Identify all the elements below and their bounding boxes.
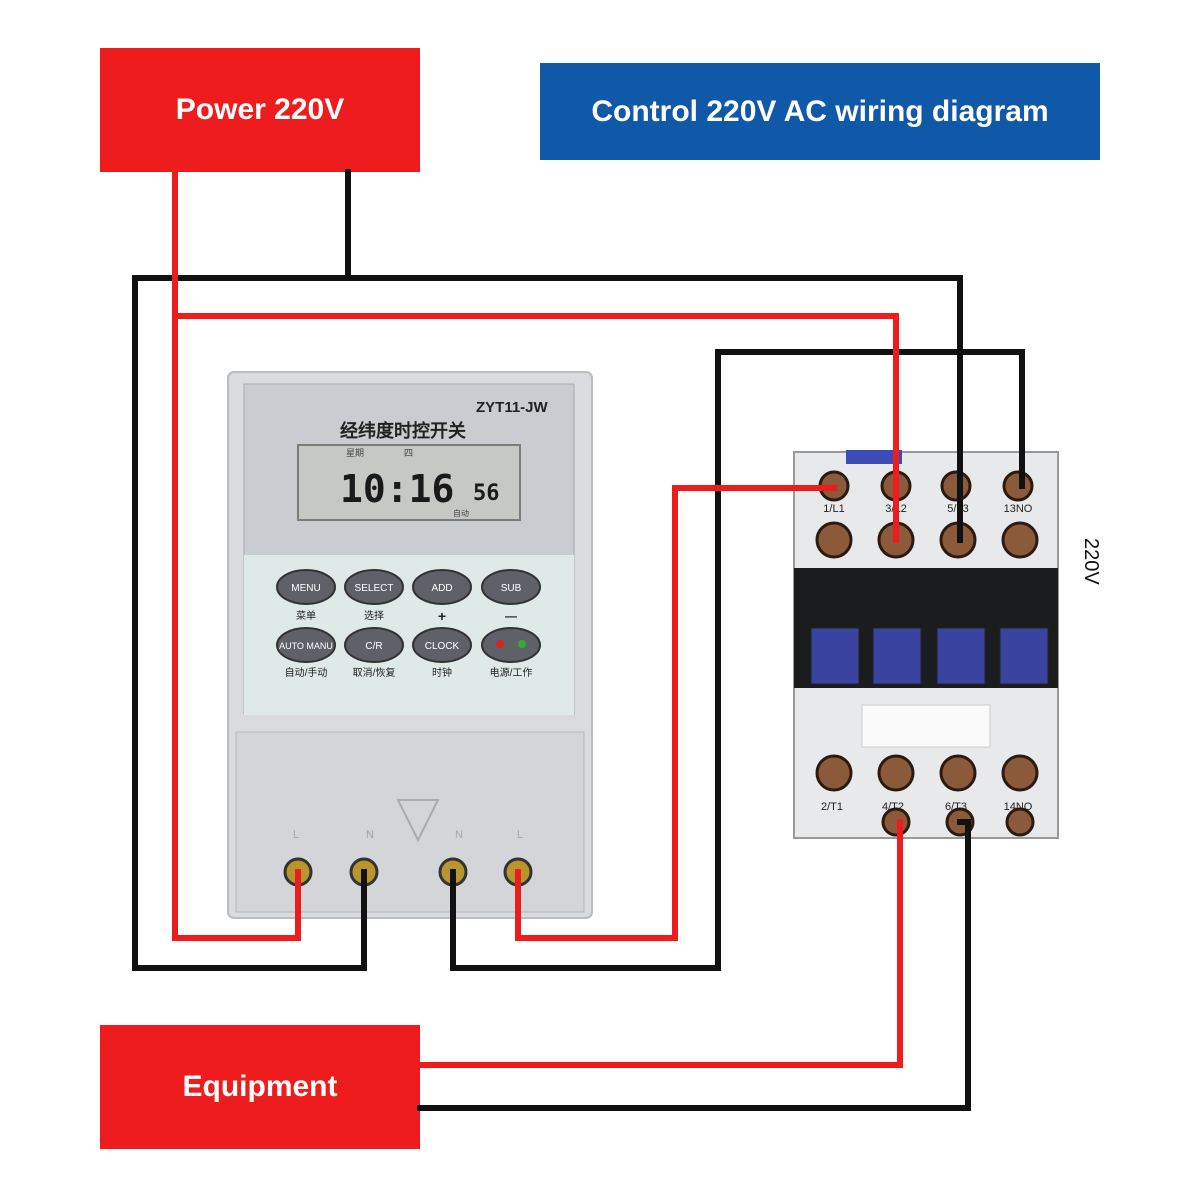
select-button[interactable]: SELECT xyxy=(344,569,404,605)
diagram-title: Control 220V AC wiring diagram xyxy=(591,94,1049,128)
terminal-label-2: N xyxy=(366,829,374,841)
timer-terminal-labels: L N N L xyxy=(293,829,523,841)
neutral-wire xyxy=(450,349,1025,971)
menu-caption: 菜单 xyxy=(296,610,316,622)
contact-block-icon xyxy=(872,627,922,685)
top-terminal-label-4: 13NO xyxy=(1004,503,1033,515)
menu-button[interactable]: MENU xyxy=(276,569,336,605)
screw-icon xyxy=(1002,470,1034,502)
coil-voltage-label: 220V xyxy=(1080,538,1102,585)
terminal-label-4: L xyxy=(517,829,523,841)
svg-text:MENU: MENU xyxy=(291,583,320,594)
svg-text:AUTO MANU: AUTO MANU xyxy=(279,641,333,651)
svg-text:SELECT: SELECT xyxy=(355,583,394,594)
power-indicator-caption: 电源/工作 xyxy=(490,666,533,679)
keypad: MENU 菜单 SELECT 选择 ADD + SUB — AUTO MANU xyxy=(276,569,541,679)
power-label: Power 220V xyxy=(175,93,345,126)
svg-text:C/R: C/R xyxy=(365,641,382,652)
lcd-display: 星期 四 10:16 56 自动 xyxy=(297,444,521,521)
lcd-time: 10:16 xyxy=(340,467,454,511)
diagram-title-box: Control 220V AC wiring diagram xyxy=(540,63,1100,160)
add-caption: + xyxy=(438,608,446,624)
cr-caption: 取消/恢复 xyxy=(353,666,396,679)
screw-icon xyxy=(1001,754,1039,792)
top-terminal-label-1: 1/L1 xyxy=(823,503,844,515)
contactor-top-screws xyxy=(815,470,1039,559)
screw-icon xyxy=(815,521,853,559)
screw-icon xyxy=(815,754,853,792)
clock-button[interactable]: CLOCK xyxy=(412,627,472,663)
timer-model: ZYT11-JW xyxy=(476,399,549,416)
lcd-seconds: 56 xyxy=(473,481,500,506)
live-wire xyxy=(172,169,301,941)
contact-block-icon xyxy=(999,627,1049,685)
neutral-wire xyxy=(417,819,971,1111)
svg-text:ADD: ADD xyxy=(431,583,452,594)
screw-icon xyxy=(1005,807,1035,837)
power-220v-box: Power 220V xyxy=(100,48,420,172)
live-wire xyxy=(417,819,903,1068)
power-indicator xyxy=(481,627,541,663)
screw-icon xyxy=(877,754,915,792)
auto-manu-caption: 自动/手动 xyxy=(285,666,328,679)
neutral-wire xyxy=(345,275,963,543)
bottom-terminal-label-1: 2/T1 xyxy=(821,801,843,813)
contactor: 1/L1 3/L2 5/L3 13NO 2/T1 4/T2 6/T3 14NO xyxy=(793,450,1059,839)
power-led-icon xyxy=(496,640,504,648)
arrow-mark-icon xyxy=(396,799,440,843)
screw-icon xyxy=(940,470,972,502)
live-wire xyxy=(172,313,899,543)
timer-switch: ZYT11-JW 经纬度时控开关 星期 四 10:16 56 自动 MENU 菜… xyxy=(227,371,593,919)
auto-manu-button[interactable]: AUTO MANU xyxy=(276,627,336,663)
contact-block-icon xyxy=(936,627,986,685)
select-caption: 选择 xyxy=(364,609,384,622)
svg-text:CLOCK: CLOCK xyxy=(425,641,460,652)
lcd-mode: 自动 xyxy=(453,508,469,518)
timer-name: 经纬度时控开关 xyxy=(340,420,466,441)
add-button[interactable]: ADD xyxy=(412,569,472,605)
neutral-wire xyxy=(132,169,367,971)
terminal-label-3: N xyxy=(455,829,463,841)
lcd-weekday-label: 星期 xyxy=(346,448,364,458)
contact-block-icon xyxy=(810,627,860,685)
live-wire xyxy=(515,485,837,941)
work-led-icon xyxy=(518,640,526,648)
screw-icon xyxy=(881,807,911,837)
equipment-box: Equipment xyxy=(100,1025,420,1149)
cr-button[interactable]: C/R xyxy=(344,627,404,663)
screw-icon xyxy=(1001,521,1039,559)
equipment-label: Equipment xyxy=(182,1070,338,1103)
screw-icon xyxy=(939,754,977,792)
sub-button[interactable]: SUB xyxy=(481,569,541,605)
sub-caption: — xyxy=(505,609,517,623)
terminal-label-1: L xyxy=(293,829,299,841)
svg-text:SUB: SUB xyxy=(501,583,522,594)
lcd-weekday: 四 xyxy=(404,448,413,458)
clock-caption: 时钟 xyxy=(432,666,452,679)
label-plate xyxy=(861,704,991,748)
